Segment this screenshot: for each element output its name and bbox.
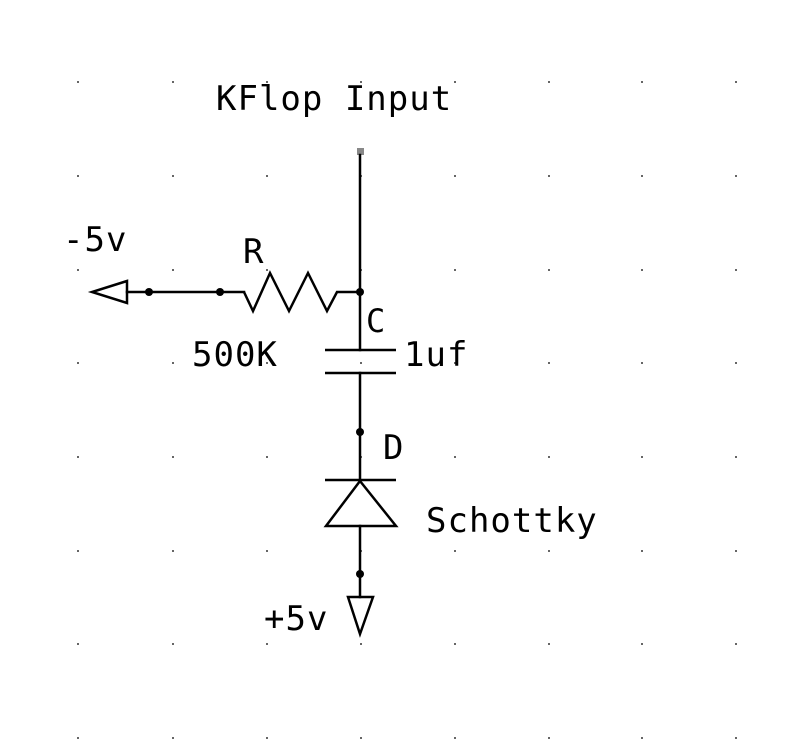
kflop-input-pin[interactable] — [357, 148, 364, 155]
grid-dot — [454, 737, 456, 739]
grid-dot — [77, 362, 79, 364]
grid-dot — [454, 175, 456, 177]
grid-dot — [77, 643, 79, 645]
diode-symbol[interactable] — [323, 478, 399, 528]
grid-dot — [735, 362, 737, 364]
grid-dot — [454, 362, 456, 364]
positive-supply-label: +5v — [264, 599, 328, 639]
grid-dot — [266, 362, 268, 364]
grid-dot — [266, 737, 268, 739]
grid-dot — [548, 643, 550, 645]
grid-dot — [77, 81, 79, 83]
grid-dot — [548, 81, 550, 83]
grid-dot — [77, 737, 79, 739]
grid-dot — [172, 456, 174, 458]
grid-dot — [548, 175, 550, 177]
negative-supply-port[interactable] — [87, 279, 129, 305]
resistor-value-label: 500K — [192, 335, 278, 375]
grid-dot — [360, 362, 362, 364]
grid-dot — [641, 737, 643, 739]
grid-dot — [641, 362, 643, 364]
positive-supply-arrow-icon — [346, 595, 375, 638]
grid-dot — [172, 643, 174, 645]
capacitor-symbol[interactable] — [325, 348, 396, 375]
grid-dot — [172, 737, 174, 739]
grid-dot — [735, 456, 737, 458]
grid-dot — [548, 456, 550, 458]
grid-dot — [454, 456, 456, 458]
resistor-ref-label: R — [243, 232, 264, 272]
grid-dot — [548, 269, 550, 271]
grid-dot — [735, 737, 737, 739]
grid-dot — [641, 175, 643, 177]
grid-dot — [454, 81, 456, 83]
grid-dot — [641, 550, 643, 552]
grid-dot — [735, 643, 737, 645]
grid-dot — [77, 175, 79, 177]
grid-dot — [266, 643, 268, 645]
grid-dot — [77, 550, 79, 552]
negative-supply-label: -5v — [63, 220, 127, 260]
grid-dots — [77, 81, 737, 739]
diode-value-label: Schottky — [426, 501, 598, 541]
positive-supply-port[interactable] — [346, 595, 375, 638]
schematic-title: KFlop Input — [216, 79, 452, 119]
grid-dot — [77, 269, 79, 271]
grid-dot — [454, 269, 456, 271]
grid-dot — [172, 550, 174, 552]
grid-dot — [77, 456, 79, 458]
grid-dot — [735, 269, 737, 271]
grid-dot — [360, 737, 362, 739]
grid-dot — [548, 737, 550, 739]
diode-ref-label: D — [383, 428, 404, 468]
grid-dot — [172, 175, 174, 177]
grid-dot — [172, 269, 174, 271]
grid-dot — [266, 81, 268, 83]
negative-supply-arrow-icon — [87, 279, 129, 305]
capacitor-ref-label: C — [366, 302, 385, 340]
grid-dot — [360, 643, 362, 645]
capacitor-value-label: 1uf — [404, 335, 468, 375]
grid-dot — [735, 550, 737, 552]
resistor-pin-dot — [216, 288, 224, 296]
grid-dot — [266, 456, 268, 458]
grid-dot — [360, 81, 362, 83]
grid-dot — [641, 269, 643, 271]
grid-dot — [266, 269, 268, 271]
wire-endpoint-dot — [145, 288, 153, 296]
supply-pin-dot — [356, 570, 364, 578]
grid-dot — [454, 550, 456, 552]
diode-pin-dot — [356, 428, 364, 436]
grid-dot — [266, 175, 268, 177]
grid-dot — [548, 550, 550, 552]
grid-dot — [172, 81, 174, 83]
grid-dot — [735, 81, 737, 83]
resistor-symbol[interactable] — [242, 270, 360, 314]
grid-dot — [641, 456, 643, 458]
grid-dot — [548, 362, 550, 364]
diode-triangle — [323, 478, 399, 528]
grid-dot — [172, 362, 174, 364]
grid-dot — [641, 81, 643, 83]
grid-dot — [454, 643, 456, 645]
grid-dot — [266, 550, 268, 552]
grid-dot — [735, 175, 737, 177]
grid-dot — [641, 643, 643, 645]
